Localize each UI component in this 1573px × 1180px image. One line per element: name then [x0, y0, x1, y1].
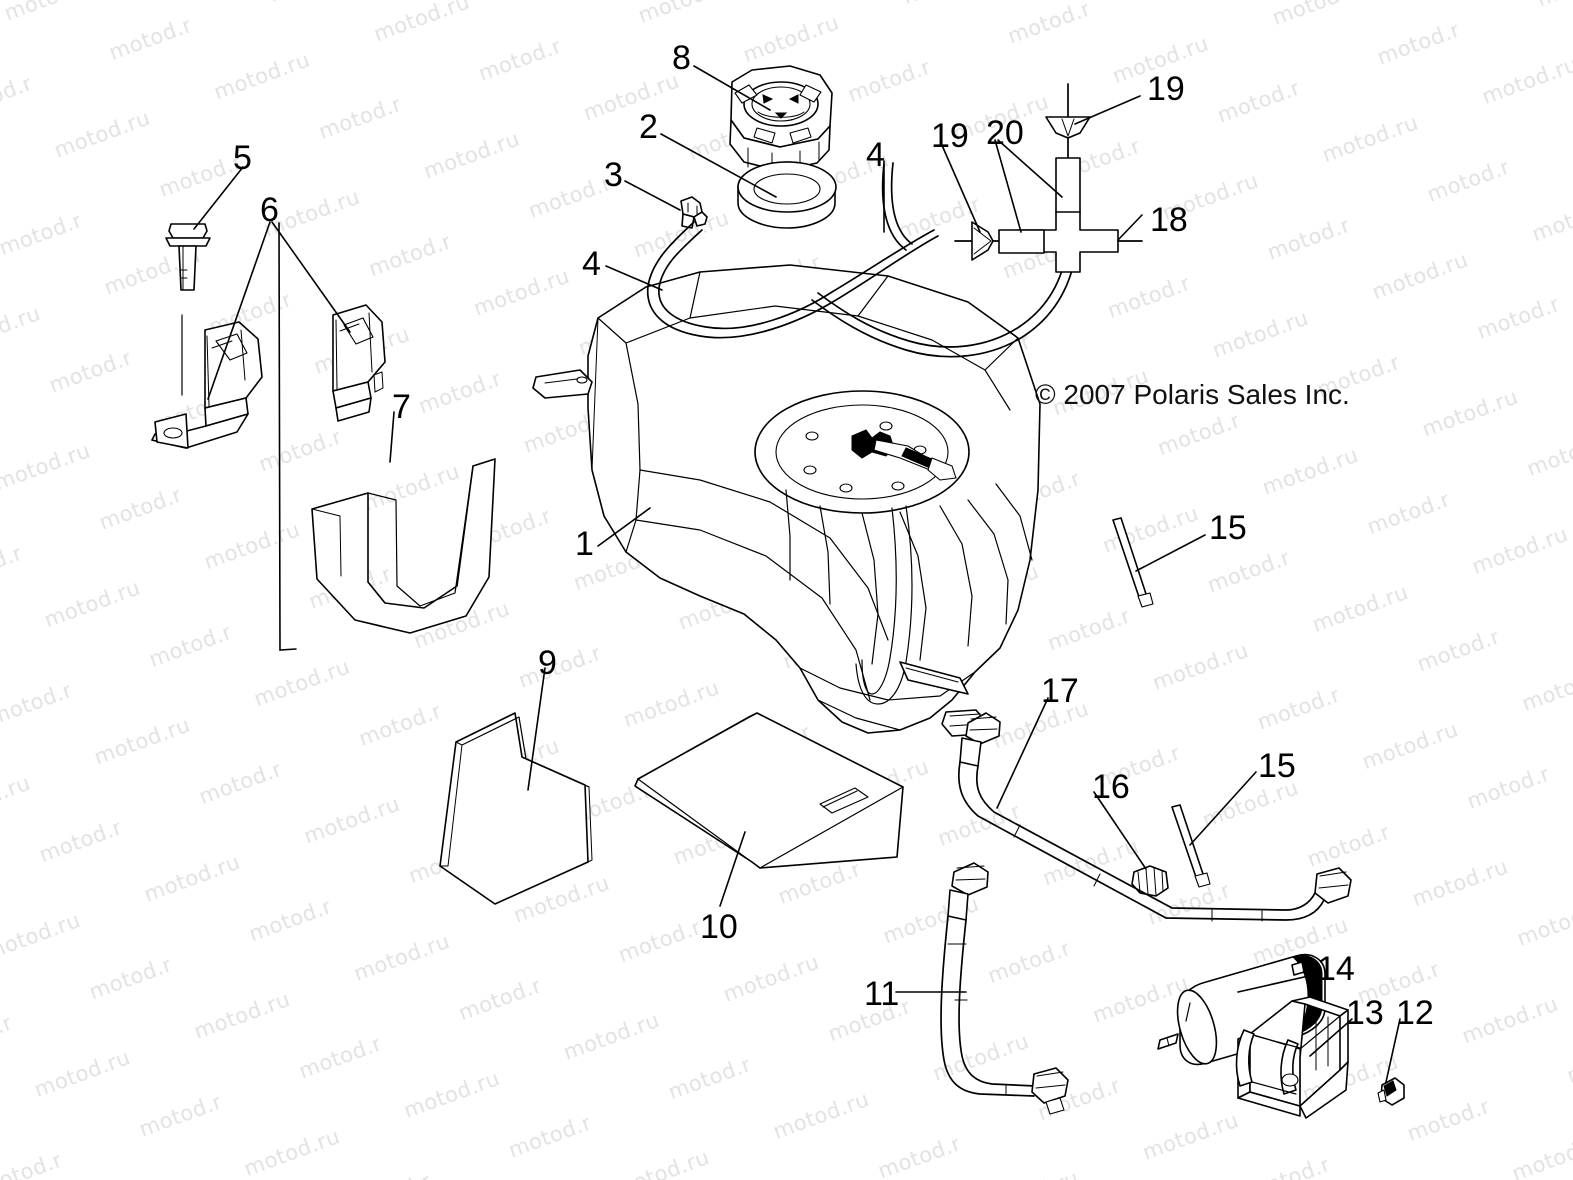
part-fuel-line-lower — [940, 862, 1069, 1115]
part-push-rivet — [1377, 1077, 1405, 1106]
callout-20: 20 — [986, 114, 1024, 152]
callout-8: 8 — [672, 39, 691, 77]
callout-18: 18 — [1150, 201, 1188, 239]
part-cable-tie-upper — [1112, 517, 1154, 608]
part-hose-clip — [680, 196, 708, 229]
part-fuel-cap — [729, 65, 833, 173]
leader-15b — [1189, 771, 1257, 846]
part-heat-shield-pad — [439, 712, 593, 905]
callout-6: 6 — [260, 191, 279, 229]
leader-18 — [1117, 214, 1143, 241]
callout-10: 10 — [700, 908, 738, 946]
leader-3 — [624, 180, 681, 211]
part-connector-tube-left — [998, 229, 1045, 254]
callout-15-lower: 15 — [1258, 747, 1296, 785]
copyright-notice: © 2007 Polaris Sales Inc. — [1035, 379, 1350, 410]
leader-20-a — [994, 139, 1022, 233]
part-connector-tube-upper — [1055, 157, 1081, 214]
callout-1: 1 — [575, 525, 594, 563]
callout-17: 17 — [1041, 672, 1079, 710]
part-fuel-tank — [532, 264, 1041, 737]
part-j-shaped-pad — [311, 458, 496, 634]
callout-11: 11 — [864, 975, 900, 1013]
leader-19b — [940, 142, 981, 233]
part-cable-tie-lower — [1171, 804, 1211, 888]
part-cap-gasket-oring — [737, 161, 837, 229]
leader-6-left — [278, 222, 297, 651]
callout-13: 13 — [1346, 994, 1384, 1032]
callout-5: 5 — [233, 139, 252, 177]
callout-19-left: 19 — [931, 117, 969, 155]
callout-12: 12 — [1396, 994, 1434, 1032]
callout-15-upper: 15 — [1209, 509, 1247, 547]
callout-7: 7 — [392, 388, 411, 426]
part-hose-clamp — [1131, 865, 1169, 897]
callout-3: 3 — [604, 156, 623, 194]
callout-9: 9 — [538, 644, 557, 682]
callout-16: 16 — [1092, 768, 1130, 806]
part-flange-bolt — [165, 223, 211, 396]
part-tank-mount-bracket-right — [332, 304, 386, 422]
part-check-valve-upper — [1045, 83, 1091, 161]
callout-4-left: 4 — [582, 245, 601, 283]
callout-14: 14 — [1317, 950, 1355, 988]
leader-15a — [1135, 534, 1206, 572]
callout-2: 2 — [639, 108, 658, 146]
part-rectangular-pad — [634, 712, 904, 869]
part-tank-mount-bracket-left — [151, 321, 263, 449]
leader-19a — [1074, 95, 1141, 125]
callout-4-right: 4 — [866, 136, 885, 174]
leader-17 — [996, 697, 1049, 809]
callout-19-upper: 19 — [1147, 70, 1185, 108]
